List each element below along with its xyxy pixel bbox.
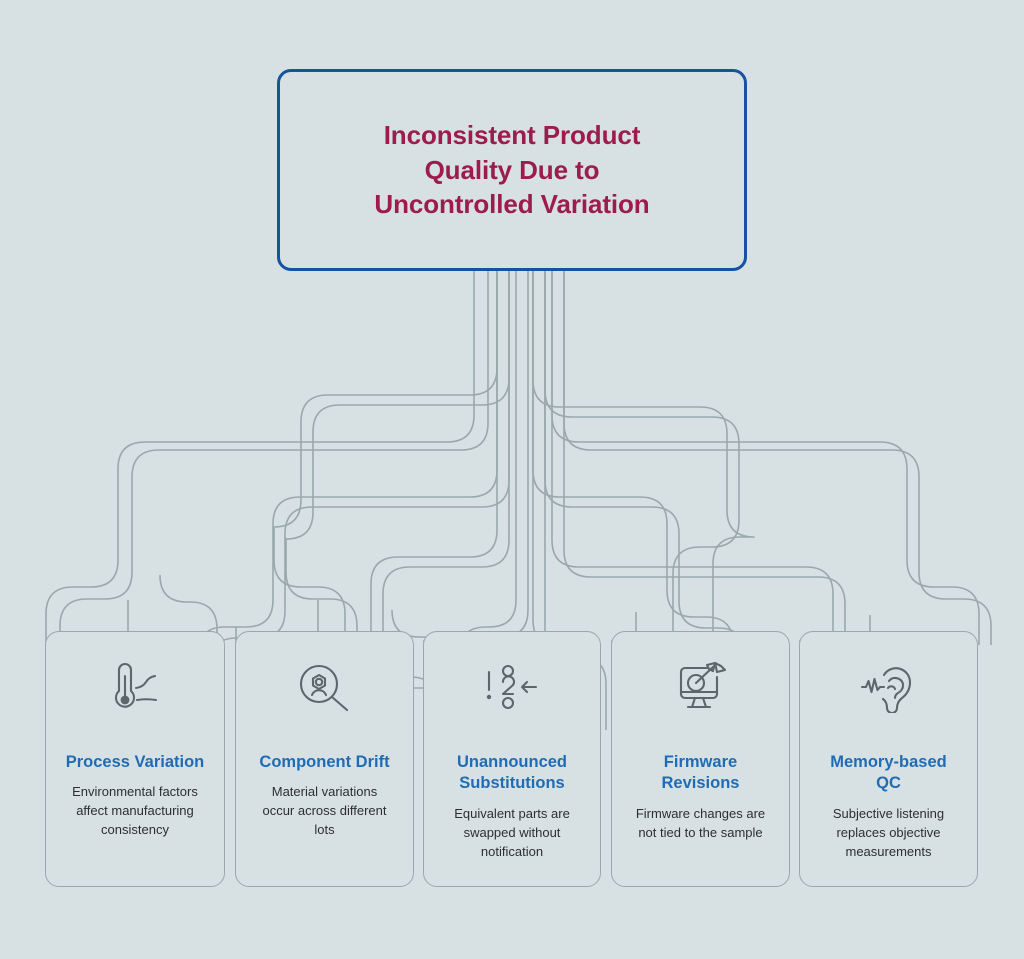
connector-root-to-node-1 (273, 271, 498, 645)
connector-root-to-node-3 (532, 271, 755, 645)
monitor-target-icon (671, 656, 731, 718)
swap-alert-icon (480, 656, 544, 718)
card-description: Equivalent parts are swapped without not… (454, 805, 570, 859)
card-title: Component Drift (259, 753, 390, 771)
connector-root-to-node-4 (551, 271, 980, 645)
node-card-process-variation[interactable]: Process Variation Environmental factors … (45, 631, 225, 887)
thermometer-icon (104, 656, 166, 718)
connector-root-to-node-0 (45, 271, 475, 645)
node-card-unannounced-substitutions[interactable]: Unannounced Substitutions Equivalent par… (423, 631, 601, 887)
card-description: Subjective listening replaces objective … (832, 805, 945, 859)
card-description: Environmental factors affect manufacturi… (72, 784, 198, 838)
node-card-component-drift[interactable]: Component Drift Material variations occu… (235, 631, 414, 887)
ear-waveform-icon (858, 656, 920, 718)
card-title: Firmware Revisions (661, 753, 740, 793)
node-card-memory-based-qc[interactable]: Memory-based QC Subjective listening rep… (799, 631, 978, 887)
magnifier-component-icon (295, 656, 355, 718)
card-title: Unannounced Substitutions (457, 753, 567, 793)
card-title: Process Variation (65, 753, 205, 771)
root-problem-node: Inconsistent Product Quality Due to Unco… (277, 69, 747, 271)
card-title: Memory-based QC (830, 753, 947, 793)
root-node-title: Inconsistent Product Quality Due to Unco… (374, 120, 650, 220)
card-description: Firmware changes are not tied to the sam… (635, 805, 766, 840)
node-card-firmware-revisions[interactable]: Firmware Revisions Firmware changes are … (611, 631, 790, 887)
card-description: Material variations occur across differe… (262, 784, 387, 838)
